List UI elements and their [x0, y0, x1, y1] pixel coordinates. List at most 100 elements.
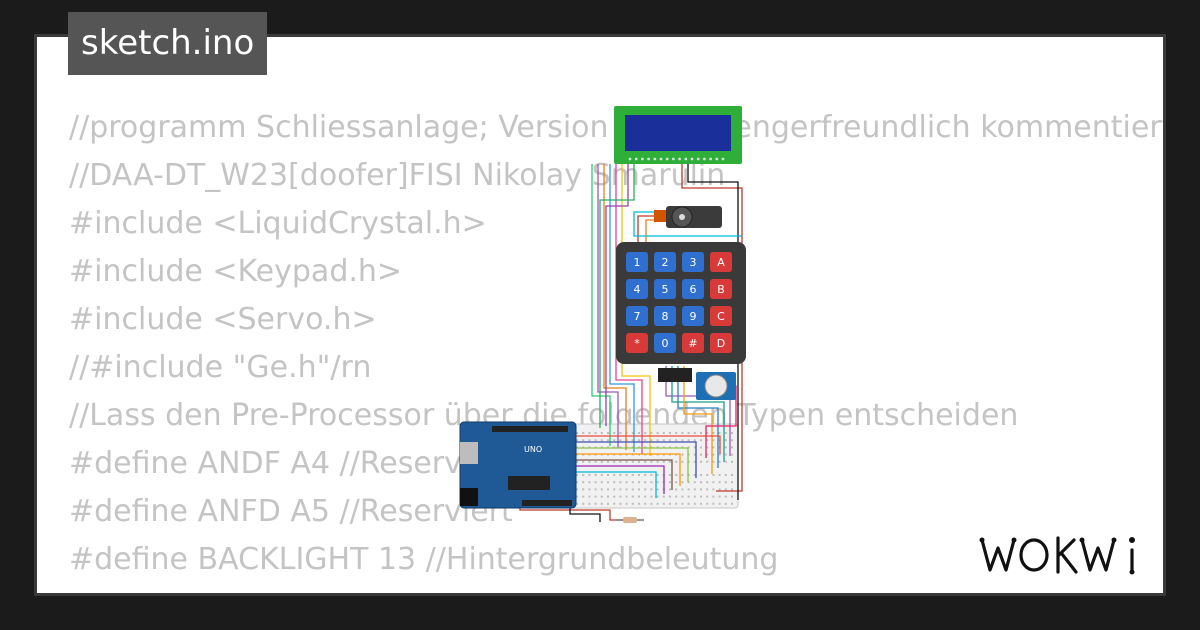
- breadboard-hole: [675, 495, 678, 498]
- breadboard-hole: [718, 481, 721, 484]
- breadboard-hole: [650, 474, 653, 476]
- breadboard-hole: [619, 432, 622, 434]
- breadboard-hole: [619, 502, 622, 505]
- breadboard-hole: [675, 502, 678, 505]
- keypad-key-face: [654, 252, 676, 272]
- breadboard-hole: [700, 474, 702, 476]
- breadboard-hole: [718, 453, 721, 456]
- breadboard-hole: [613, 439, 616, 442]
- breadboard-hole: [625, 474, 628, 476]
- breadboard-hole: [724, 432, 727, 434]
- breadboard-hole: [718, 432, 721, 434]
- keypad-key: 1: [626, 252, 648, 272]
- lcd-pin: [696, 157, 700, 161]
- breadboard-hole: [625, 488, 628, 491]
- breadboard-hole: [712, 488, 715, 491]
- breadboard-hole: [631, 488, 634, 491]
- keypad-key: 5: [654, 279, 676, 299]
- breadboard-hole: [625, 481, 628, 484]
- breadboard-hole: [724, 460, 727, 463]
- keypad-key-label: 9: [690, 310, 697, 323]
- breadboard-hole: [638, 488, 640, 491]
- lcd-screen: [625, 115, 731, 151]
- breadboard-hole: [731, 502, 733, 505]
- keypad-key: 9: [682, 306, 704, 326]
- breadboard-hole: [644, 481, 647, 484]
- keypad-key-label: 3: [690, 256, 697, 269]
- resistor: [616, 517, 644, 523]
- breadboard-hole: [582, 439, 585, 442]
- breadboard-hole: [607, 432, 609, 434]
- lcd-pin: [653, 157, 657, 161]
- breadboard-hole: [650, 460, 653, 463]
- breadboard-hole: [631, 495, 634, 498]
- breadboard-hole: [638, 481, 640, 484]
- keypad-key: D: [710, 333, 732, 353]
- breadboard-hole: [638, 432, 640, 434]
- breadboard-hole: [700, 488, 702, 491]
- keypad-key-label: 8: [662, 310, 669, 323]
- keypad-key-label: C: [717, 310, 725, 323]
- keypad-key-face: [710, 252, 732, 272]
- breadboard-hole: [681, 460, 684, 463]
- file-tab[interactable]: sketch.ino: [68, 12, 268, 75]
- breadboard-hole: [594, 481, 597, 484]
- breadboard-hole: [613, 432, 616, 434]
- breadboard-hole: [669, 502, 671, 505]
- breadboard-hole: [724, 453, 727, 456]
- breadboard-hole: [638, 460, 640, 463]
- breadboard-hole: [718, 488, 721, 491]
- breadboard-hole: [613, 495, 616, 498]
- breadboard-hole: [693, 432, 696, 434]
- code-line: //#include "Ge.h"/rn: [69, 350, 372, 385]
- breadboard-hole: [644, 495, 647, 498]
- keypad-key: 0: [654, 333, 676, 353]
- breadboard-hole: [731, 439, 733, 442]
- breadboard-hole: [718, 495, 721, 498]
- breadboard-hole: [631, 432, 634, 434]
- keypad-connector: [658, 368, 692, 382]
- breadboard-hole: [681, 439, 684, 442]
- breadboard-hole: [576, 439, 578, 442]
- breadboard-hole: [669, 488, 671, 491]
- keypad-key-label: B: [717, 283, 725, 296]
- breadboard-hole: [600, 481, 603, 484]
- keypad-key: 8: [654, 306, 676, 326]
- breadboard-hole: [675, 488, 678, 491]
- breadboard-hole: [631, 481, 634, 484]
- keypad-key: B: [710, 279, 732, 299]
- breadboard-hole: [619, 488, 622, 491]
- breadboard-hole: [607, 481, 609, 484]
- lcd-pin: [665, 157, 669, 161]
- breadboard-hole: [576, 481, 578, 484]
- breadboard-hole: [731, 460, 733, 463]
- lcd-pin: [678, 157, 681, 161]
- breadboard-hole: [600, 474, 603, 476]
- keypad-key-label: D: [717, 337, 725, 350]
- breadboard-hole: [700, 481, 702, 484]
- keypad-key-face: [626, 333, 648, 353]
- breadboard-hole: [588, 460, 591, 463]
- keypad-key-label: 0: [662, 337, 669, 350]
- breadboard-hole: [662, 460, 665, 463]
- breadboard-hole: [724, 446, 727, 449]
- keypad-key-face: [626, 279, 648, 299]
- code-line: #define ANFD A5 //Reserviert: [69, 494, 513, 529]
- breadboard-hole: [700, 446, 702, 449]
- breadboard-hole: [687, 432, 690, 434]
- breadboard-hole: [669, 439, 671, 442]
- breadboard-hole: [656, 495, 659, 498]
- breadboard-hole: [675, 439, 678, 442]
- keypad-key-face: [710, 279, 732, 299]
- breadboard-hole: [594, 460, 597, 463]
- breadboard-hole: [619, 439, 622, 442]
- breadboard-hole: [662, 502, 665, 505]
- breadboard-hole: [576, 502, 578, 505]
- breadboard-hole: [644, 502, 647, 505]
- breadboard-hole: [681, 502, 684, 505]
- breadboard-hole: [656, 488, 659, 491]
- breadboard-hole: [681, 474, 684, 476]
- breadboard-hole: [700, 439, 702, 442]
- breadboard-hole: [594, 495, 597, 498]
